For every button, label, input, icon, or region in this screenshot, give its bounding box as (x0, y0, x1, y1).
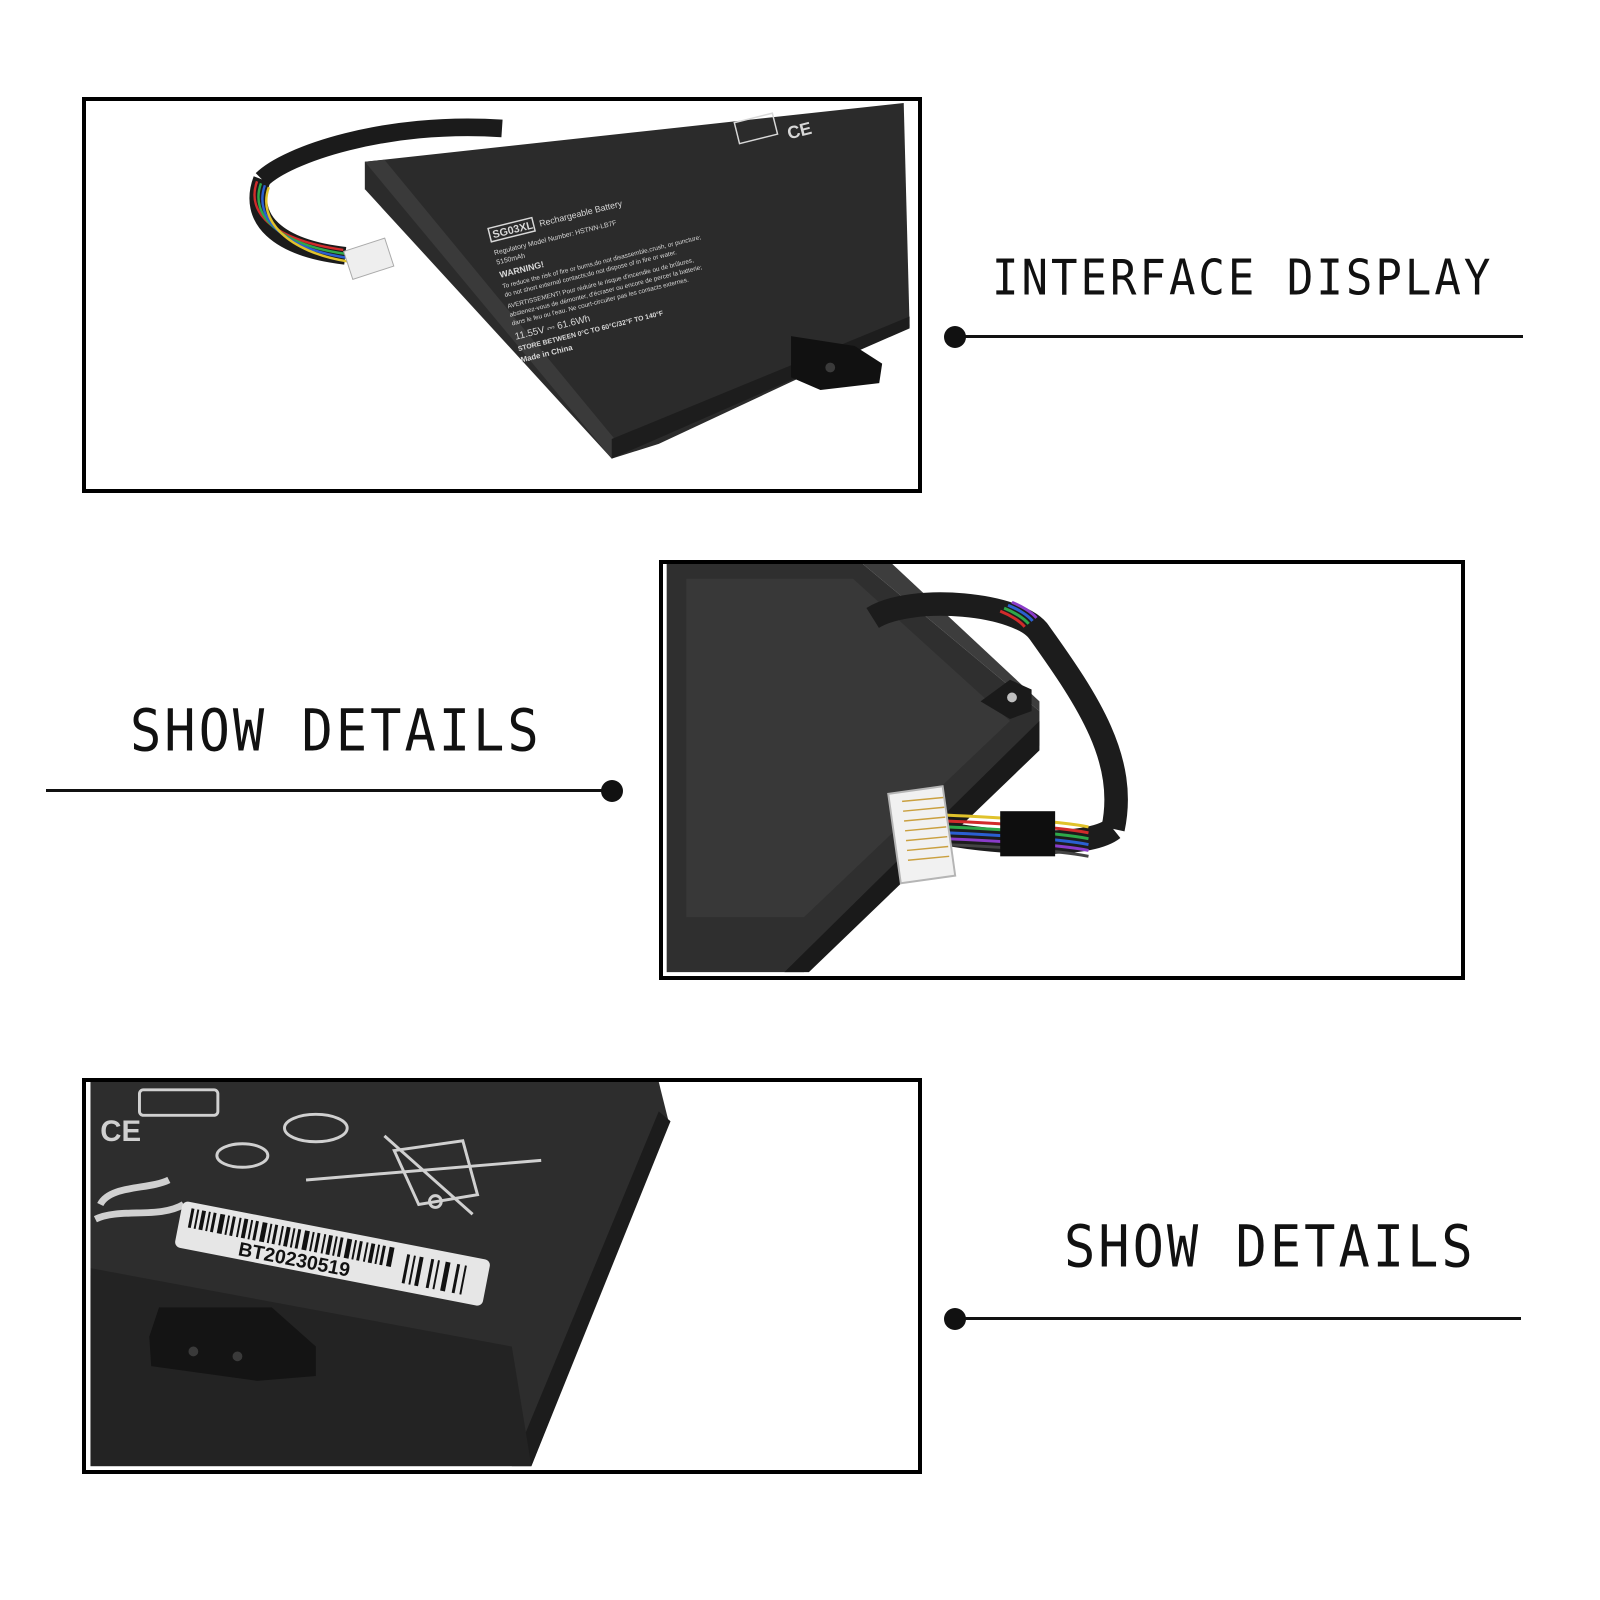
ss-symbol-icon (93, 1176, 186, 1223)
pointer-line-2 (46, 789, 612, 792)
barcode-icon (187, 1208, 467, 1295)
battery-label-photo: SG03XL Rechargeable Battery Regulatory M… (249, 102, 910, 459)
recycle-icon (733, 112, 779, 145)
battery-label-photo-frame: SG03XL Rechargeable Battery Regulatory M… (82, 97, 922, 493)
pb-icon (215, 1142, 270, 1169)
wheelie-bin-icon (392, 1139, 480, 1207)
ce-mark-underside: CE (100, 1115, 141, 1148)
battery-connector-photo (666, 564, 1128, 973)
pointer-dot-2 (601, 780, 623, 802)
recycle-icon (283, 1112, 349, 1144)
pointer-line-3 (955, 1317, 1521, 1320)
battery-connector-photo-frame (659, 560, 1465, 980)
caption-interface-display: INTERFACE DISPLAY (992, 249, 1494, 307)
model-box (487, 216, 537, 243)
caption-show-details-2: SHOW DETAILS (1064, 1213, 1476, 1281)
battery-underside-photo: CE (90, 1082, 671, 1467)
certification-icon (138, 1088, 220, 1117)
pointer-line-1 (955, 335, 1523, 338)
caption-show-details-1: SHOW DETAILS (130, 697, 542, 765)
battery-underside-photo-frame: CE (82, 1078, 922, 1474)
